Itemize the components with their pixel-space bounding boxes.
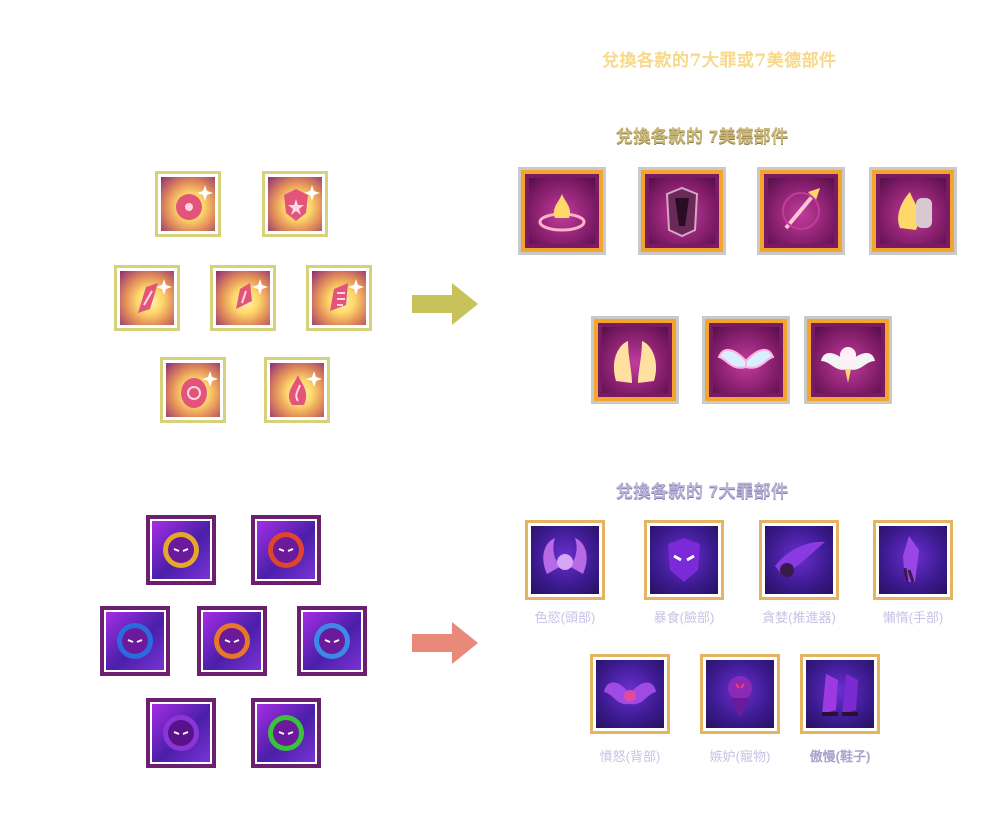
virtue-arrow-icon	[412, 283, 478, 325]
sin-orb-green-icon	[251, 698, 321, 768]
sin-item-caption: 懶惰(手部)	[882, 610, 944, 625]
virtue-back-item-icon	[591, 316, 679, 404]
sin-orb-purple-icon	[146, 698, 216, 768]
virtue-head-item-icon	[518, 167, 606, 255]
gluttony-mask-icon	[644, 520, 724, 600]
greed-thruster-icon	[759, 520, 839, 600]
virtue-stone-leaf-icon	[114, 265, 180, 331]
sin-section-title: 兌換各款的 7大罪部件	[616, 482, 789, 501]
main-title: 兌換各款的7大罪或7美德部件	[602, 51, 837, 71]
sin-item-caption: 色慾(頭部)	[534, 610, 596, 625]
lust-horns-icon	[525, 520, 605, 600]
sin-orb-red-icon	[251, 515, 321, 585]
sin-item-caption: 憤怒(背部)	[599, 749, 661, 764]
sin-orb-blue-icon	[100, 606, 170, 676]
wrath-wings-icon	[590, 654, 670, 734]
sin-item-caption: 貪婪(推進器)	[762, 610, 836, 625]
sin-orb-orange-icon	[197, 606, 267, 676]
sin-orb-yellow-icon	[146, 515, 216, 585]
virtue-stone-crystal-icon	[210, 265, 276, 331]
virtue-section-title: 兌換各款的 7美德部件	[616, 127, 789, 146]
virtue-stone-shield-icon	[262, 171, 328, 237]
sin-orb-blue2-icon	[297, 606, 367, 676]
virtue-weapon-item-icon	[757, 167, 845, 255]
virtue-stone-flame-icon	[264, 357, 330, 423]
pride-shoes-icon	[800, 654, 880, 734]
virtue-mask-item-icon	[638, 167, 726, 255]
envy-pet-icon	[700, 654, 780, 734]
sin-item-caption: 暴食(臉部)	[653, 610, 715, 625]
sin-item-caption: 傲慢(鞋子)	[809, 749, 871, 764]
virtue-stone-egg-icon	[160, 357, 226, 423]
sloth-claw-icon	[873, 520, 953, 600]
virtue-pet-item-icon	[804, 316, 892, 404]
virtue-wings-item-icon	[702, 316, 790, 404]
sin-arrow-icon	[412, 622, 478, 664]
sin-item-caption: 嫉妒(寵物)	[709, 749, 771, 764]
virtue-stone-orb-icon	[155, 171, 221, 237]
virtue-stone-rune-icon	[306, 265, 372, 331]
virtue-hand-item-icon	[869, 167, 957, 255]
